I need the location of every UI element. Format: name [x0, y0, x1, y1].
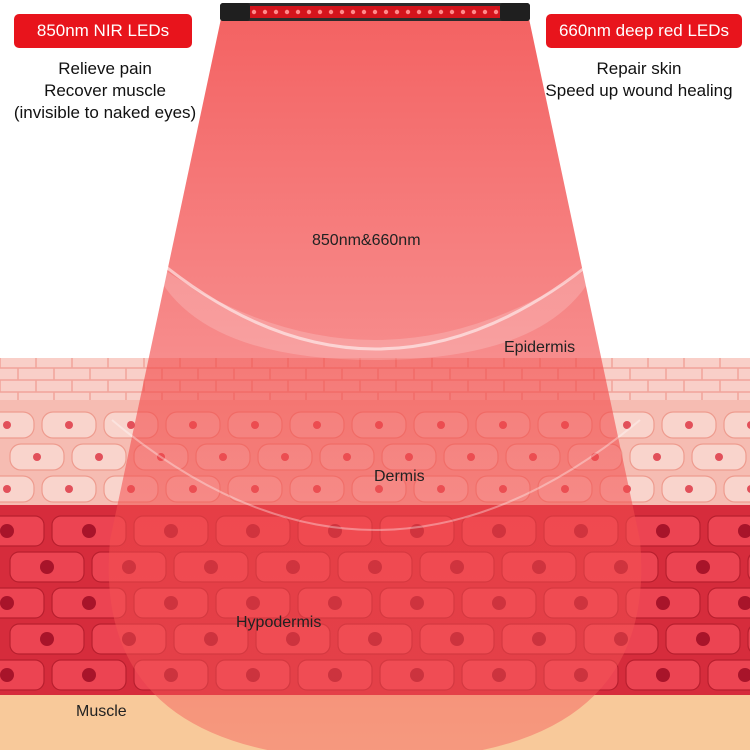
hypodermis-label: Hypodermis — [236, 614, 322, 631]
muscle-label: Muscle — [76, 703, 127, 720]
benefit-invisible-note: (invisible to naked eyes) — [13, 103, 197, 122]
beam-deep-arc — [111, 419, 641, 531]
epidermis-label: Epidermis — [504, 339, 576, 356]
nir-benefits: Relieve pain Recover muscle (invisible t… — [0, 58, 210, 124]
benefit-relieve-pain: Relieve pain — [58, 59, 152, 78]
nir-led-badge: 850nm NIR LEDs — [14, 14, 192, 48]
beam-wavelength-label: 850nm&660nm — [312, 232, 421, 249]
benefit-recover-muscle: Recover muscle — [44, 81, 166, 100]
benefit-repair-skin: Repair skin — [596, 59, 682, 78]
dermis-label: Dermis — [374, 468, 425, 485]
light-beam — [108, 14, 642, 750]
benefit-wound-healing: Speed up wound healing — [545, 81, 733, 100]
deep-red-led-badge: 660nm deep red LEDs — [546, 14, 742, 48]
deep-red-benefits: Repair skin Speed up wound healing — [528, 58, 750, 102]
led-light-bar — [220, 3, 530, 21]
beam-arc-glow — [150, 260, 600, 360]
beam-arc-line — [154, 256, 598, 351]
